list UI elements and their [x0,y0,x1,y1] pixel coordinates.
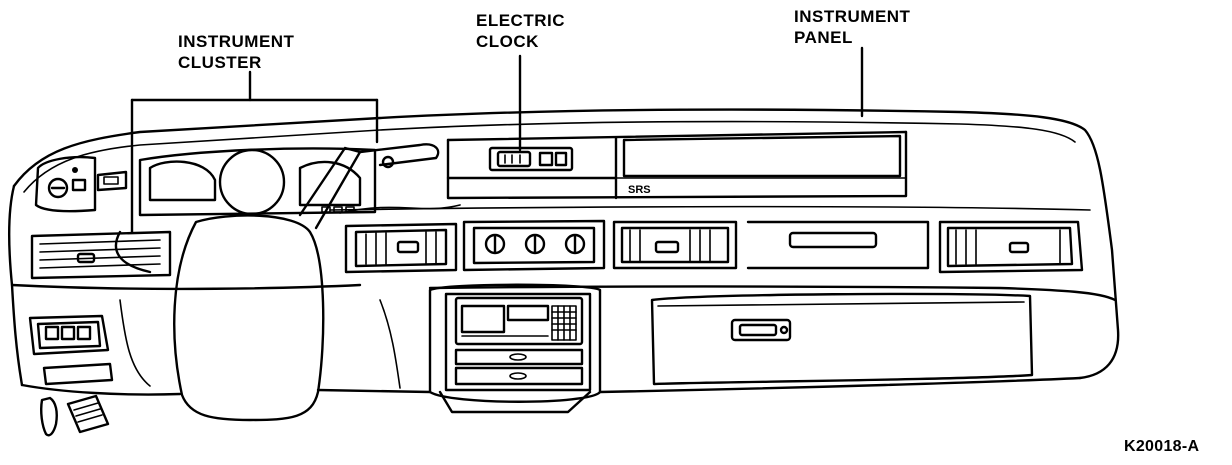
electric-clock-label-line2: CLOCK [476,32,539,51]
passenger-slot [746,220,930,270]
center-right-vent [612,220,738,270]
instrument-panel-shell [8,108,1120,396]
knee-bolster [119,299,151,387]
instrument-panel-label: INSTRUMENT PANEL [794,6,910,48]
upper-center-panel [446,130,908,200]
lower-left-switches [28,314,110,356]
instrument-cluster-bracket [130,70,379,234]
srs-marking: SRS [628,184,651,196]
electric-clock [488,146,574,172]
headlamp-switch [34,155,128,213]
instrument-cluster [138,143,440,217]
instrument-cluster-label: INSTRUMENT CLUSTER [178,31,294,73]
left-vent [30,230,172,280]
instrument-panel-label-line1: INSTRUMENT [794,7,911,26]
instrument-panel-label-line2: PANEL [794,28,853,47]
instrument-cluster-label-line2: CLUSTER [178,53,262,72]
figure-id: K20018-A [1124,438,1200,455]
steering-wheel [173,146,362,422]
console-trim [379,299,401,389]
climate-control-panel [462,219,606,272]
center-left-vent [344,222,458,274]
electric-clock-label-line1: ELECTRIC [476,11,565,30]
right-vent [938,220,1084,274]
radio-console [428,283,602,414]
electric-clock-label: ELECTRIC CLOCK [476,10,565,52]
pedals [40,362,114,437]
instrument-cluster-label-line1: INSTRUMENT [178,32,295,51]
glove-box [650,292,1034,386]
